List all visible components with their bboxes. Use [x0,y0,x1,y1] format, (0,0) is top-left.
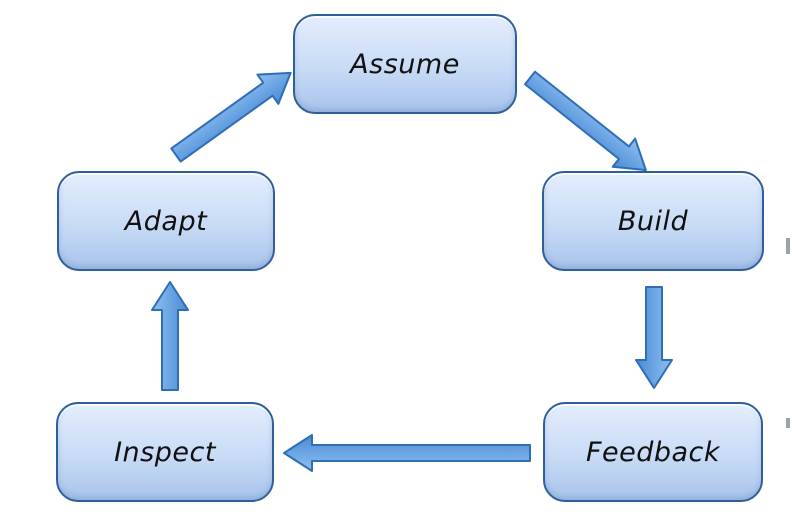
node-inspect: Inspect [56,402,274,502]
arrow-assume-to-build [524,70,647,172]
node-adapt: Adapt [57,171,275,271]
node-label-inspect: Inspect [114,436,216,468]
arrow-inspect-to-adapt [151,281,189,391]
node-feedback: Feedback [543,402,763,502]
arrow-feedback-to-inspect [283,434,531,472]
arrow-adapt-to-assume [170,71,292,163]
node-label-build: Build [617,205,689,237]
node-build: Build [542,171,764,271]
node-label-assume: Assume [350,48,460,80]
edge-mark-bottom [786,418,790,428]
arrow-build-to-feedback [635,286,673,389]
node-assume: Assume [293,14,517,114]
edge-mark-top [786,238,790,254]
node-label-feedback: Feedback [585,436,721,468]
node-label-adapt: Adapt [124,205,208,237]
